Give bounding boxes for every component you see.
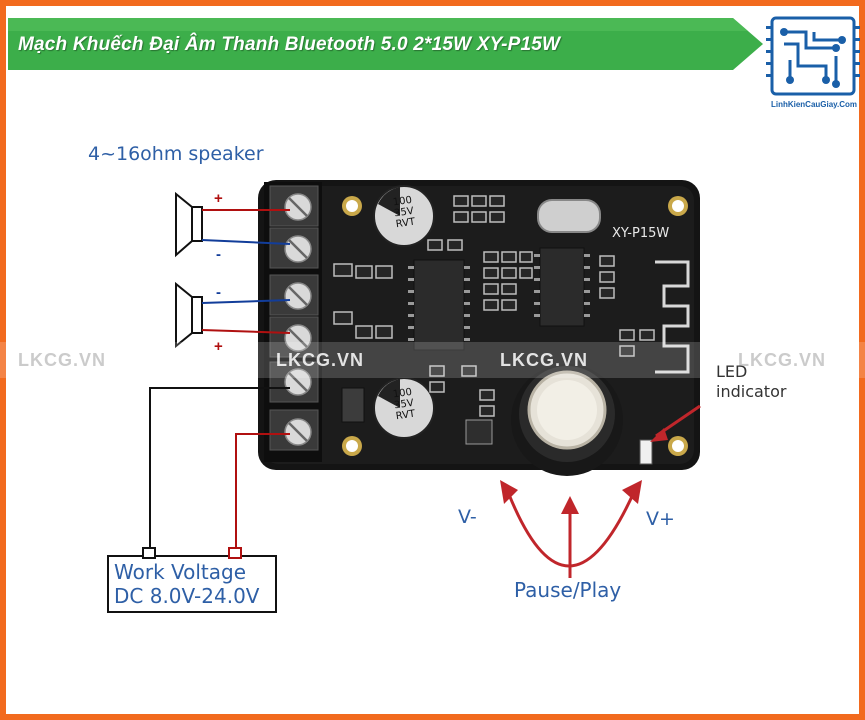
led-component bbox=[639, 439, 653, 465]
speaker-icon-bottom bbox=[175, 281, 203, 349]
speaker-icon-top bbox=[175, 191, 203, 258]
power-supply-box bbox=[107, 555, 277, 613]
terminal-block bbox=[264, 182, 322, 462]
amplifier-chip bbox=[413, 259, 465, 351]
speaker-spec-label: 4~16ohm speaker bbox=[88, 143, 264, 165]
antenna bbox=[655, 260, 690, 374]
watermark-strip bbox=[0, 342, 865, 378]
power-wire bbox=[235, 433, 290, 548]
capacitor-bottom bbox=[373, 377, 435, 439]
capacitor-top-text: 100 35V RVT bbox=[392, 194, 416, 231]
watermark-center-2: LKCG.VN bbox=[500, 350, 588, 370]
crystal-oscillator bbox=[537, 199, 601, 233]
smd-components bbox=[333, 195, 655, 417]
speaker1-plus-label: + bbox=[214, 190, 223, 207]
watermark-center-1: LKCG.VN bbox=[276, 350, 364, 370]
watermark-right: LKCG.VN bbox=[738, 350, 826, 370]
bluetooth-chip bbox=[539, 247, 585, 327]
work-voltage-label: Work Voltage DC 8.0V-24.0V bbox=[114, 560, 259, 608]
watermark-left: LKCG.VN bbox=[18, 350, 106, 370]
volume-up-label: V+ bbox=[646, 508, 675, 530]
rotary-knob bbox=[511, 364, 623, 476]
led-label-line1: LED bbox=[716, 362, 748, 381]
speaker2-plus-label: + bbox=[214, 338, 223, 355]
work-voltage-line2: DC 8.0V-24.0V bbox=[114, 584, 260, 608]
capacitor-top bbox=[373, 185, 435, 247]
led-label-line2: indicator bbox=[716, 382, 787, 401]
banner-title: Mạch Khuếch Đại Âm Thanh Bluetooth 5.0 2… bbox=[18, 34, 561, 55]
speaker2-minus-label: - bbox=[216, 284, 221, 301]
circuit-logo-icon bbox=[766, 16, 860, 96]
speaker1-minus-label: - bbox=[216, 246, 221, 263]
board-model-label: XY-P15W bbox=[612, 226, 670, 241]
work-voltage-line1: Work Voltage bbox=[114, 560, 247, 584]
volume-down-label: V- bbox=[458, 506, 477, 528]
regulator bbox=[465, 419, 493, 445]
led-indicator-label: LED indicator bbox=[716, 362, 786, 402]
logo-site-text: LinhKienCauGiay.Com bbox=[770, 100, 858, 109]
pause-play-label: Pause/Play bbox=[514, 578, 622, 602]
diode bbox=[341, 387, 365, 423]
title-banner bbox=[8, 18, 763, 70]
capacitor-bottom-text: 100 35V RVT bbox=[392, 386, 416, 423]
ground-wire bbox=[149, 387, 290, 548]
